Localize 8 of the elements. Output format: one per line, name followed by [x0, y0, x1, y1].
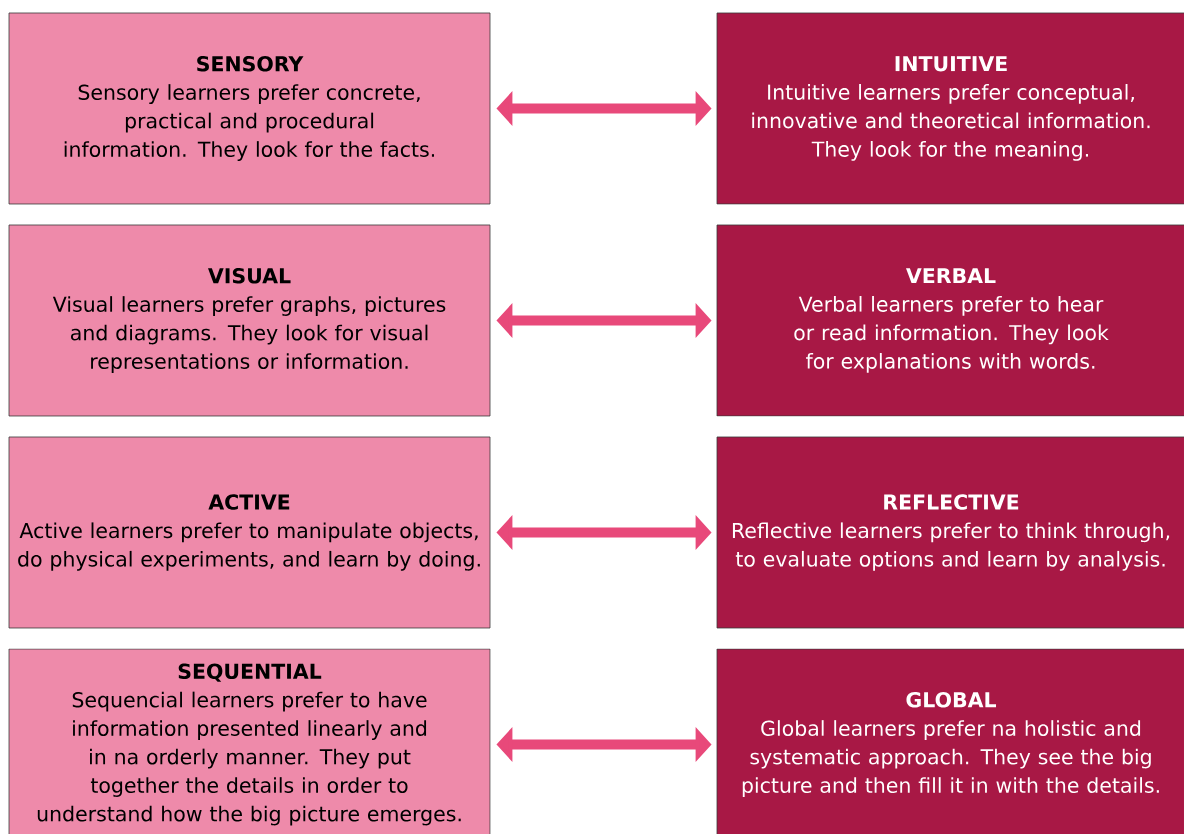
learner-style-box: INTUITIVE Intuitive learners prefer conceptual, innovative and theoretical information. They look for the meaning. — [716, 12, 1184, 205]
learner-style-box: SEQUENTIAL Sequencial learners prefer to have information presented linearly and in na orderly manner. They put together the details in order to understand how the big picture emerges. — [8, 648, 491, 834]
learner-style-box: REFLECTIVE Reflective learners prefer to think through, to evaluate options and learn by analysis. — [716, 436, 1184, 629]
learner-style-box: VISUAL Visual learners prefer graphs, pictures and diagrams. They look for visual representations or information. — [8, 224, 491, 417]
learner-style-box: VERBAL Verbal learners prefer to hear or read information. They look for explanations with words. — [716, 224, 1184, 417]
learner-style-box: SENSORY Sensory learners prefer concrete, practical and procedural information. They look for the facts. — [8, 12, 491, 205]
learner-style-box: GLOBAL Global learners prefer na holistic and systematic approach. They see the big picture and then fill it in with the details. — [716, 648, 1184, 834]
learner-style-box: ACTIVE Active learners prefer to manipulate objects, do physical experiments, and learn by doing. — [8, 436, 491, 629]
